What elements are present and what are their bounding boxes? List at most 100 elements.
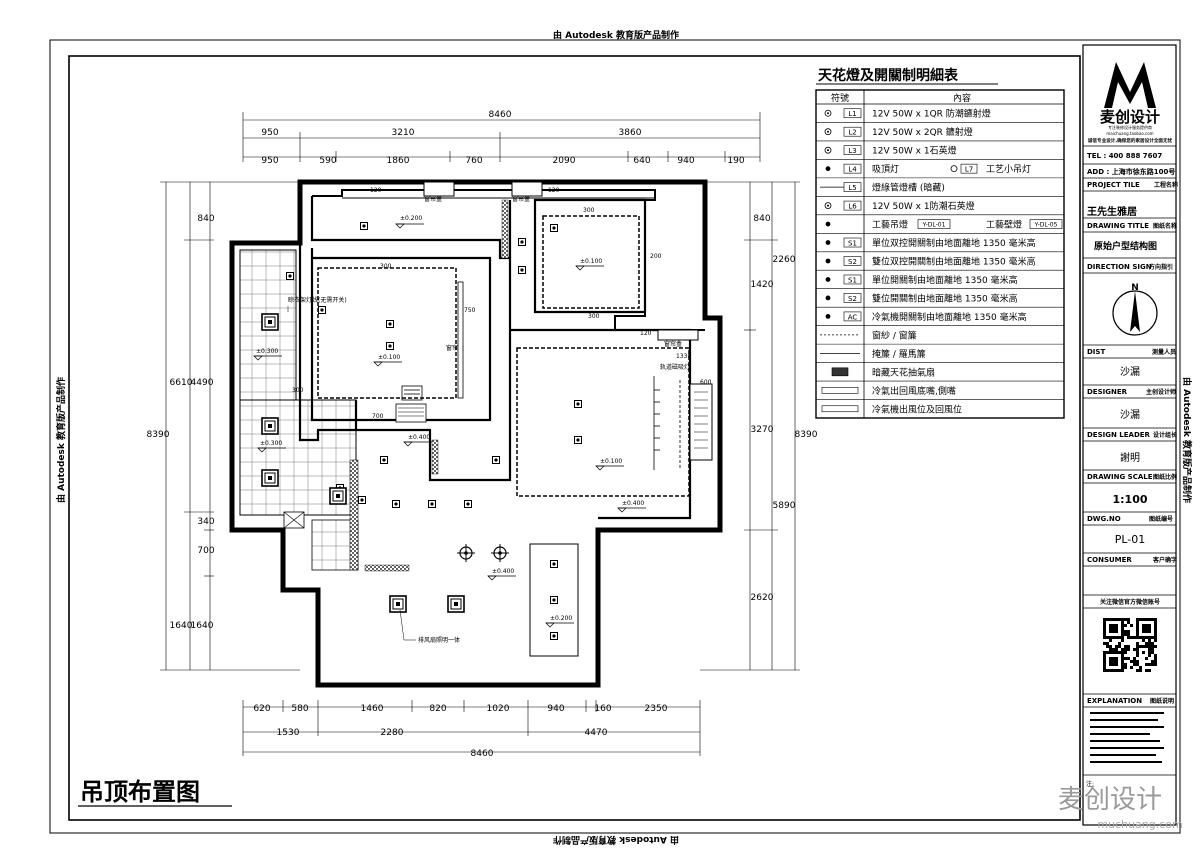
tb-leader-label: DESIGN LEADER [1087, 431, 1151, 439]
company-sub1: 专注装修设计服务提供商 [1108, 124, 1152, 130]
logo-icon [1104, 62, 1156, 108]
tb-designer-cn: 主创设计师 [1146, 388, 1176, 396]
dim-left-2: 6610 [170, 378, 193, 388]
pendant-lamps [456, 543, 510, 563]
dim-left-4: 340 [197, 517, 214, 527]
north-arrow-icon [1112, 290, 1158, 336]
curtain-boxes [342, 181, 699, 341]
dim-right-2: 2260 [773, 255, 796, 265]
level-6: ±0.400 [408, 434, 430, 441]
tb-scale-label: DRAWING SCALE [1087, 473, 1153, 481]
dim-left-6: 1640 [170, 621, 193, 631]
inner-dim-8: 600 [700, 379, 712, 386]
dim-right-4: 3270 [751, 425, 774, 435]
tb-dwgno-cn: 图纸编号 [1149, 515, 1173, 523]
tb-scale-value: 1:100 [1112, 493, 1147, 506]
legend-text: 工藝吊燈 [872, 219, 908, 231]
drying-rack-icon [401, 385, 423, 401]
dims-right [700, 181, 800, 671]
tb-leader-cn: 设计组长 [1153, 431, 1178, 439]
inner-dim-1: 120 [370, 187, 382, 194]
dim-top-r2-4: 760 [465, 156, 482, 166]
level-1: ±0.200 [400, 215, 422, 222]
inner-dim-4: 200 [650, 253, 662, 260]
dim-bottom-r1-7: 160 [594, 704, 611, 714]
legend-symbol-icon [821, 405, 859, 413]
legend-row: 冷氣出回風底嘴,側嘴 [816, 385, 1064, 400]
company-sub3: 诚信专业设计,确保您的家居设计全面无忧 [1088, 137, 1173, 144]
level-10: ±0.200 [550, 615, 572, 622]
dim-top-r2-6: 640 [633, 156, 650, 166]
watermark-right: 由 Autodesk 教育版产品制作 [1181, 377, 1193, 503]
dim-bottom-r1-3: 1460 [361, 704, 384, 714]
interior-walls [298, 196, 692, 520]
legend-symbol-icon [825, 166, 831, 172]
tb-drawing-name: 原始户型结构图 [1094, 240, 1157, 252]
level-3: ±0.100 [580, 258, 602, 265]
tb-drawing-cn: 图纸名称 [1153, 222, 1177, 230]
legend-text: 雙位双控開關制由地面離地 1350 毫米高 [872, 256, 1036, 268]
legend-text2: 工艺小吊灯 [986, 164, 1031, 175]
dim-bottom-r1-1: 620 [253, 704, 270, 714]
tb-note: 注: [1086, 780, 1094, 788]
dim-bottom-r1-8: 2350 [645, 704, 668, 714]
dim-top-r2-3: 1860 [387, 156, 410, 166]
legend-symbol-icon [825, 221, 831, 227]
tb-designer-label: DESIGNER [1087, 388, 1128, 396]
tb-add: ADD : 上海市徐东路100号 [1087, 167, 1175, 176]
track-light-icon [653, 376, 660, 470]
legend-col-content: 內容 [953, 92, 971, 104]
note-curtain-d: 窗帘盒 [664, 340, 682, 348]
legend-code: L1 [848, 110, 856, 118]
legend-symbol-icon [825, 258, 831, 264]
drawing-title: 吊顶布置图 [80, 778, 200, 806]
legend-symbol-icon [825, 277, 831, 282]
qr-code-icon [1103, 618, 1157, 672]
dim-right-6: 2620 [751, 593, 774, 603]
dim-top-1: 950 [261, 128, 278, 138]
dim-top-3: 3860 [619, 128, 642, 138]
legend-tag2: Y-DL-05 [1034, 222, 1058, 229]
dim-top-2: 3210 [392, 128, 415, 138]
note-curtain-b: 窗帘盒 [512, 195, 530, 203]
tb-consumer-label: CONSUMER [1087, 556, 1132, 564]
tb-dist-cn: 测量人员 [1152, 348, 1176, 356]
dim-top-r2-1: 950 [261, 156, 278, 166]
note-exhaust: 排风扇照明一体 [418, 636, 460, 644]
legend-symbol-icon [824, 128, 832, 136]
tb-project-name: 王先生雅居 [1087, 205, 1137, 218]
legend-text: 窗紗 / 窗簾 [872, 329, 917, 341]
inner-dim-2: 300 [380, 263, 392, 270]
legend-code: S1 [848, 276, 857, 284]
watermark-brand: 麦创设计 [1058, 785, 1162, 815]
tb-scale-cn: 图纸比例 [1153, 473, 1177, 481]
dim-left-3: 4490 [191, 378, 214, 388]
dim-bottom-r1-2: 580 [291, 704, 308, 714]
tb-dist-label: DIST [1087, 348, 1105, 356]
tb-project-cn: 工程名称 [1154, 181, 1178, 189]
legend-text: 12V 50W x 1石英燈 [872, 145, 957, 157]
inner-dim-10: 700 [372, 413, 384, 420]
inner-dim-5: 300 [588, 313, 600, 320]
legend-symbol-icon [824, 202, 832, 209]
dim-left-1: 840 [197, 214, 214, 224]
legend-code: S1 [848, 240, 857, 248]
legend-code: L4 [848, 166, 857, 174]
tb-explanation-label: EXPLANATION [1087, 697, 1142, 705]
dims-top [242, 112, 761, 162]
legend-code: S2 [848, 295, 857, 303]
ac-unit [689, 383, 713, 461]
legend-symbol-icon [825, 240, 831, 245]
tb-leader-value: 謝明 [1120, 451, 1140, 464]
legend-text2: 工藝壁燈 [986, 219, 1022, 231]
note-track-light: 轨道磁吸灯 [660, 363, 690, 371]
ac-vent [395, 403, 427, 423]
